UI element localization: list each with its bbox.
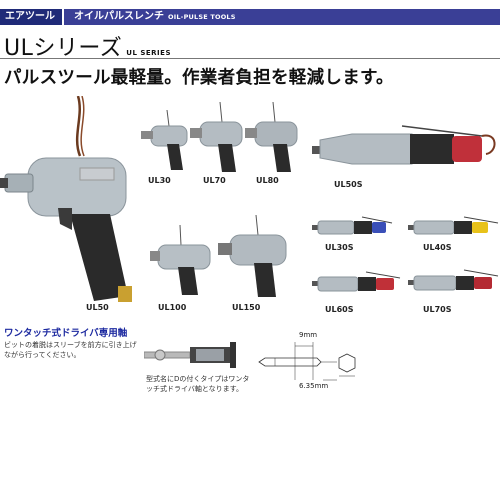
tool-image-ul50[interactable] [0, 96, 135, 306]
tool-label: UL50 [86, 303, 109, 312]
tool-image-ul70s[interactable] [408, 268, 500, 296]
tool-label: UL30 [148, 176, 171, 185]
tool-image-ul50s[interactable] [312, 122, 500, 174]
tool-label: UL70S [423, 305, 452, 314]
title-bar: オイルパルスレンチ OIL-PULSE TOOLS [64, 9, 500, 25]
driver-shaft-desc: ビットの着脱はスリーブを前方に引き上げながら行ってください。 [4, 341, 137, 359]
tool-label: UL40S [423, 243, 452, 252]
tool-image-ul100[interactable] [150, 225, 212, 297]
tool-label: UL80 [256, 176, 279, 185]
driver-shaft-note: 型式名にDの付くタイプはワンタッチ式ドライバ軸となります。 [146, 375, 250, 393]
tool-label: UL30S [325, 243, 354, 252]
category-tab[interactable]: エアツール [0, 9, 62, 25]
tool-label: UL100 [158, 303, 187, 312]
series-name: ULシリーズ [4, 36, 123, 61]
series-sub: UL SERIES [126, 49, 171, 57]
tool-image-ul40s[interactable] [408, 215, 500, 239]
dimension-top: 9mm [299, 331, 318, 339]
tool-image-ul60s[interactable] [312, 270, 402, 296]
headline: パルスツール最軽量。作業者負担を軽減します。 [4, 68, 394, 88]
title-text: オイルパルスレンチ [74, 11, 164, 22]
tool-image-ul70[interactable] [190, 102, 244, 174]
tool-image-ul30s[interactable] [312, 215, 394, 239]
divider [0, 58, 500, 59]
driver-shaft-title: ワンタッチ式ドライバ専用軸 [4, 328, 128, 339]
tool-label: UL50S [334, 180, 363, 189]
bit-dimension-diagram [258, 342, 356, 381]
tool-label: UL70 [203, 176, 226, 185]
page-header: エアツール オイルパルスレンチ OIL-PULSE TOOLS [0, 0, 500, 26]
title-en: OIL-PULSE TOOLS [168, 13, 236, 21]
driver-shaft-image [144, 342, 236, 368]
tool-image-ul150[interactable] [218, 215, 288, 299]
tool-label: UL150 [232, 303, 261, 312]
tool-image-ul80[interactable] [245, 102, 299, 174]
dimension-bottom: 6.35mm [299, 382, 329, 390]
tool-image-ul30[interactable] [141, 110, 191, 172]
tool-label: UL60S [325, 305, 354, 314]
